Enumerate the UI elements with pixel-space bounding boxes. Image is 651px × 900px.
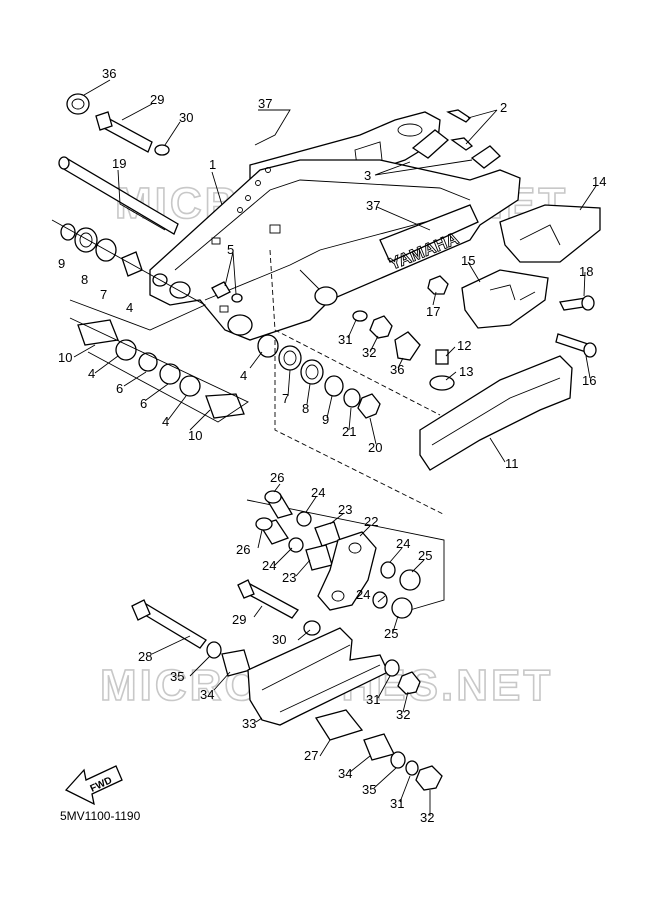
callout-17: 17 bbox=[426, 304, 440, 319]
pivot-guide-line bbox=[269, 249, 441, 416]
callout-24d: 24 bbox=[356, 587, 370, 602]
callout-31c: 31 bbox=[390, 796, 404, 811]
callout-37: 37 bbox=[258, 96, 272, 111]
pivot-shaft bbox=[58, 156, 179, 235]
swingarm-body: YAMAHA bbox=[149, 159, 521, 341]
callout-32a: 32 bbox=[362, 345, 376, 360]
callout-20: 20 bbox=[368, 440, 382, 455]
diagram-code: 5MV1100-1190 bbox=[60, 809, 141, 823]
callout-37b: 37 bbox=[366, 198, 380, 213]
callout-36b: 36 bbox=[390, 362, 404, 377]
long-bolt bbox=[131, 599, 251, 677]
callout-9b: 9 bbox=[322, 412, 329, 427]
callout-numbers: 36 29 30 37 2 1 19 3 14 37 9 8 7 4 5 15 … bbox=[58, 66, 606, 825]
leader-box-linkage bbox=[246, 499, 445, 611]
adjuster-bolts bbox=[411, 109, 501, 169]
callout-21: 21 bbox=[342, 424, 356, 439]
callout-15: 15 bbox=[461, 253, 475, 268]
callout-19: 19 bbox=[112, 156, 126, 171]
callout-12: 12 bbox=[457, 338, 471, 353]
callout-4a: 4 bbox=[126, 300, 133, 315]
cap-top bbox=[66, 93, 90, 115]
bolt-top bbox=[95, 111, 170, 156]
right-bearing-stack bbox=[257, 334, 381, 419]
chain-guide-bracket bbox=[461, 269, 549, 329]
callout-6b: 6 bbox=[140, 396, 147, 411]
callout-33: 33 bbox=[242, 716, 256, 731]
callout-27: 27 bbox=[304, 748, 318, 763]
chain-slider bbox=[419, 355, 573, 471]
callout-26a: 26 bbox=[270, 470, 284, 485]
callout-22: 22 bbox=[364, 514, 378, 529]
swingarm-assembly: YAMAHA bbox=[51, 93, 601, 516]
relay-arm bbox=[317, 531, 377, 611]
callout-6a: 6 bbox=[116, 381, 123, 396]
fwd-arrow: FWD bbox=[64, 765, 123, 806]
assembly-guide-line bbox=[274, 340, 446, 516]
callout-26b: 26 bbox=[236, 542, 250, 557]
callout-25b: 25 bbox=[384, 626, 398, 641]
callout-3: 3 bbox=[364, 168, 371, 183]
callout-18: 18 bbox=[579, 264, 593, 279]
callout-31a: 31 bbox=[338, 332, 352, 347]
callout-23b: 23 bbox=[282, 570, 296, 585]
leader-box-bottom bbox=[69, 317, 249, 423]
callout-29: 29 bbox=[150, 92, 164, 107]
callout-1: 1 bbox=[209, 157, 216, 172]
connecting-rod bbox=[247, 627, 389, 726]
callout-5: 5 bbox=[227, 242, 234, 257]
callout-24b: 24 bbox=[396, 536, 410, 551]
callout-32b: 32 bbox=[396, 707, 410, 722]
leader-box-left bbox=[51, 219, 206, 331]
callout-8a: 8 bbox=[81, 272, 88, 287]
callout-16: 16 bbox=[582, 373, 596, 388]
callout-30: 30 bbox=[179, 110, 193, 125]
callout-34b: 34 bbox=[338, 766, 352, 781]
callout-4c: 4 bbox=[240, 368, 247, 383]
callout-7a: 7 bbox=[100, 287, 107, 302]
callout-11: 11 bbox=[505, 456, 519, 471]
callout-35a: 35 bbox=[170, 669, 184, 684]
center-fasteners bbox=[352, 310, 421, 361]
callout-7b: 7 bbox=[282, 391, 289, 406]
callout-30b: 30 bbox=[272, 632, 286, 647]
callout-36: 36 bbox=[102, 66, 116, 81]
callout-29b: 29 bbox=[232, 612, 246, 627]
callout-14: 14 bbox=[592, 174, 606, 189]
bolt-lower bbox=[237, 579, 321, 636]
callout-10b: 10 bbox=[188, 428, 202, 443]
callout-4b: 4 bbox=[88, 366, 95, 381]
callout-32c: 32 bbox=[420, 810, 434, 825]
callout-28: 28 bbox=[138, 649, 152, 664]
pivot-pin bbox=[211, 281, 243, 303]
callout-10a: 10 bbox=[58, 350, 72, 365]
rear-linkage-assembly: FWD bbox=[64, 490, 445, 806]
callout-24a: 24 bbox=[311, 485, 325, 500]
callout-8b: 8 bbox=[302, 401, 309, 416]
callout-2: 2 bbox=[500, 100, 507, 115]
callout-9a: 9 bbox=[58, 256, 65, 271]
relay-bushings bbox=[372, 561, 421, 619]
rod-fasteners bbox=[314, 659, 443, 791]
callout-24c: 24 bbox=[262, 558, 276, 573]
small-fasteners bbox=[427, 275, 597, 391]
callout-34a: 34 bbox=[200, 687, 214, 702]
callout-23a: 23 bbox=[338, 502, 352, 517]
callout-35b: 35 bbox=[362, 782, 376, 797]
callout-25a: 25 bbox=[418, 548, 432, 563]
leader-lines bbox=[73, 79, 597, 816]
callout-4d: 4 bbox=[162, 414, 169, 429]
callout-31b: 31 bbox=[366, 692, 380, 707]
callout-13: 13 bbox=[459, 364, 473, 379]
chain-guard bbox=[499, 204, 601, 263]
